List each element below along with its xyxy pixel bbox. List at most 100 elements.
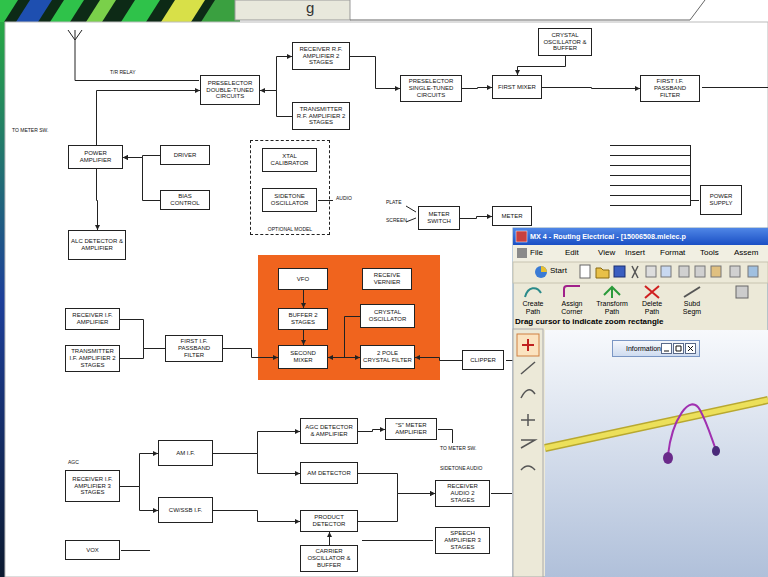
block-box: SPEECH AMPLIFIER 3 STAGES [435, 527, 490, 554]
slide-stripe [50, 0, 84, 22]
block-label: "S" METER AMPLIFIER [388, 422, 434, 436]
window-button [686, 344, 696, 354]
signal-name: AGC [68, 460, 79, 466]
wire [318, 200, 333, 201]
block-label: TRANSMITTER I.F. AMPLIFIER 2 STAGES [68, 348, 117, 369]
signal-connector [213, 511, 300, 522]
toolbar-button-label: Start [550, 267, 567, 276]
block-label: POWER SUPPLY [703, 193, 739, 207]
side-tool-icon [521, 466, 535, 470]
block-box: DRIVER [160, 145, 210, 165]
block-box: CW/SSB I.F. [158, 497, 213, 523]
menu-item: View [598, 249, 615, 258]
block-label: BIAS CONTROL [163, 193, 207, 207]
ribbon-button-label: Delete Path [635, 300, 669, 315]
block-label: METER [502, 213, 523, 220]
block-box: PRODUCT DETECTOR [300, 510, 358, 532]
wire [491, 493, 512, 494]
menu-item: Insert [625, 249, 645, 258]
block-box: PRESELECTOR SINGLE-TUNED CIRCUITS [400, 75, 462, 102]
block-box: CARRIER OSCILLATOR & BUFFER [300, 545, 358, 572]
block-box: BIAS CONTROL [160, 190, 210, 210]
block-box: FIRST I.F. PASSBAND FILTER [640, 75, 700, 102]
signal-name: SIDETONE AUDIO [440, 466, 482, 472]
zoom-tool-icon [522, 339, 534, 351]
signal-connector [358, 430, 385, 432]
signal-name: AUDIO [336, 196, 352, 202]
block-label: AM I.F. [176, 450, 195, 457]
block-box: POWER SUPPLY [700, 185, 742, 215]
block-box: RECEIVE VERNIER [362, 268, 412, 290]
zoom-tool-icon [517, 334, 539, 356]
signal-name: SCREEN [386, 218, 407, 224]
group-label: OPTIONAL MODEL [268, 227, 312, 233]
signal-name: TO METER SW. [440, 446, 476, 452]
slide-stripe [0, 0, 18, 22]
window-button-glyph [664, 351, 669, 352]
slide-title-fragment: g [306, 0, 314, 17]
menu-item: Format [660, 249, 685, 258]
signal-connector [328, 317, 360, 358]
block-box: PRESELECTOR DOUBLE-TUNED CIRCUITS [200, 75, 260, 105]
slide-stripe [201, 0, 240, 22]
block-label: FIRST MIXER [498, 84, 536, 91]
signal-connector [358, 494, 435, 522]
side-toolbar [513, 329, 543, 577]
signal-connector [213, 454, 300, 474]
dialog-controls [661, 342, 697, 355]
connector-part [712, 446, 720, 456]
block-box: TRANSMITTER R.F. AMPLIFIER 2 STAGES [292, 102, 350, 130]
app-window: MX 4 - Routing Electrical - [15006508.ml… [513, 228, 768, 577]
slide-stripe [86, 0, 116, 22]
signal-connector [303, 290, 304, 308]
signal-connector [120, 349, 165, 359]
highlight-band [258, 255, 440, 380]
block-label: BUFFER 2 STAGES [281, 312, 325, 326]
window-button-glyph [676, 346, 681, 351]
block-label: RECEIVER I.F. AMPLIFIER 3 STAGES [68, 476, 117, 497]
dialog-title: Information [626, 345, 661, 352]
status-prompt: Drag cursor to indicate zoom rectangle [515, 318, 663, 327]
tool-icon [679, 266, 689, 277]
signal-connector [460, 217, 492, 219]
block-label: FIRST I.F. PASSBAND FILTER [643, 78, 697, 99]
wire [121, 550, 150, 551]
menu-bar [513, 245, 768, 262]
menu-item: Assem [734, 249, 758, 258]
signal-connector [97, 91, 201, 146]
ribbon-icon [525, 286, 748, 298]
block-label: VFO [297, 276, 309, 283]
signal-connector [120, 454, 158, 487]
info-dialog: Information [612, 340, 700, 357]
block-box: RECEIVER I.F. AMPLIFIER 3 STAGES [65, 470, 120, 502]
window-button [674, 344, 684, 354]
signal-connector [120, 320, 165, 349]
block-label: RECEIVER R.F. AMPLIFIER 2 STAGES [295, 46, 347, 67]
app-icon [516, 231, 527, 242]
paste-icon [661, 266, 671, 277]
optional-group-box: OPTIONAL MODELXTAL CALIBRATORSIDETONE OS… [250, 140, 330, 235]
slide-outline [350, 0, 705, 20]
block-box: 2 POLE CRYSTAL FILTER [360, 345, 415, 369]
block-label: CRYSTAL OSCILLATOR & BUFFER [541, 32, 589, 53]
block-label: AGC DETECTOR & AMPLIFIER [303, 424, 355, 438]
wire [702, 87, 768, 88]
signal-connector [518, 56, 566, 75]
block-label: VOX [86, 547, 99, 554]
menu-item: Tools [700, 249, 719, 258]
ribbon-button-label: Create Path [516, 300, 550, 315]
slide-title-tab [235, 0, 350, 20]
slide-stripe [121, 0, 160, 22]
block-label: RECEIVER AUDIO 2 STAGES [438, 483, 487, 504]
signal-connector [329, 532, 330, 545]
title-bar [513, 228, 768, 245]
signal-connector [97, 169, 98, 230]
wire [362, 540, 433, 541]
block-box: CLIPPER [462, 350, 504, 370]
block-label: PRESELECTOR DOUBLE-TUNED CIRCUITS [203, 80, 257, 101]
new-icon [580, 265, 590, 278]
menu-item: Edit [565, 249, 579, 258]
